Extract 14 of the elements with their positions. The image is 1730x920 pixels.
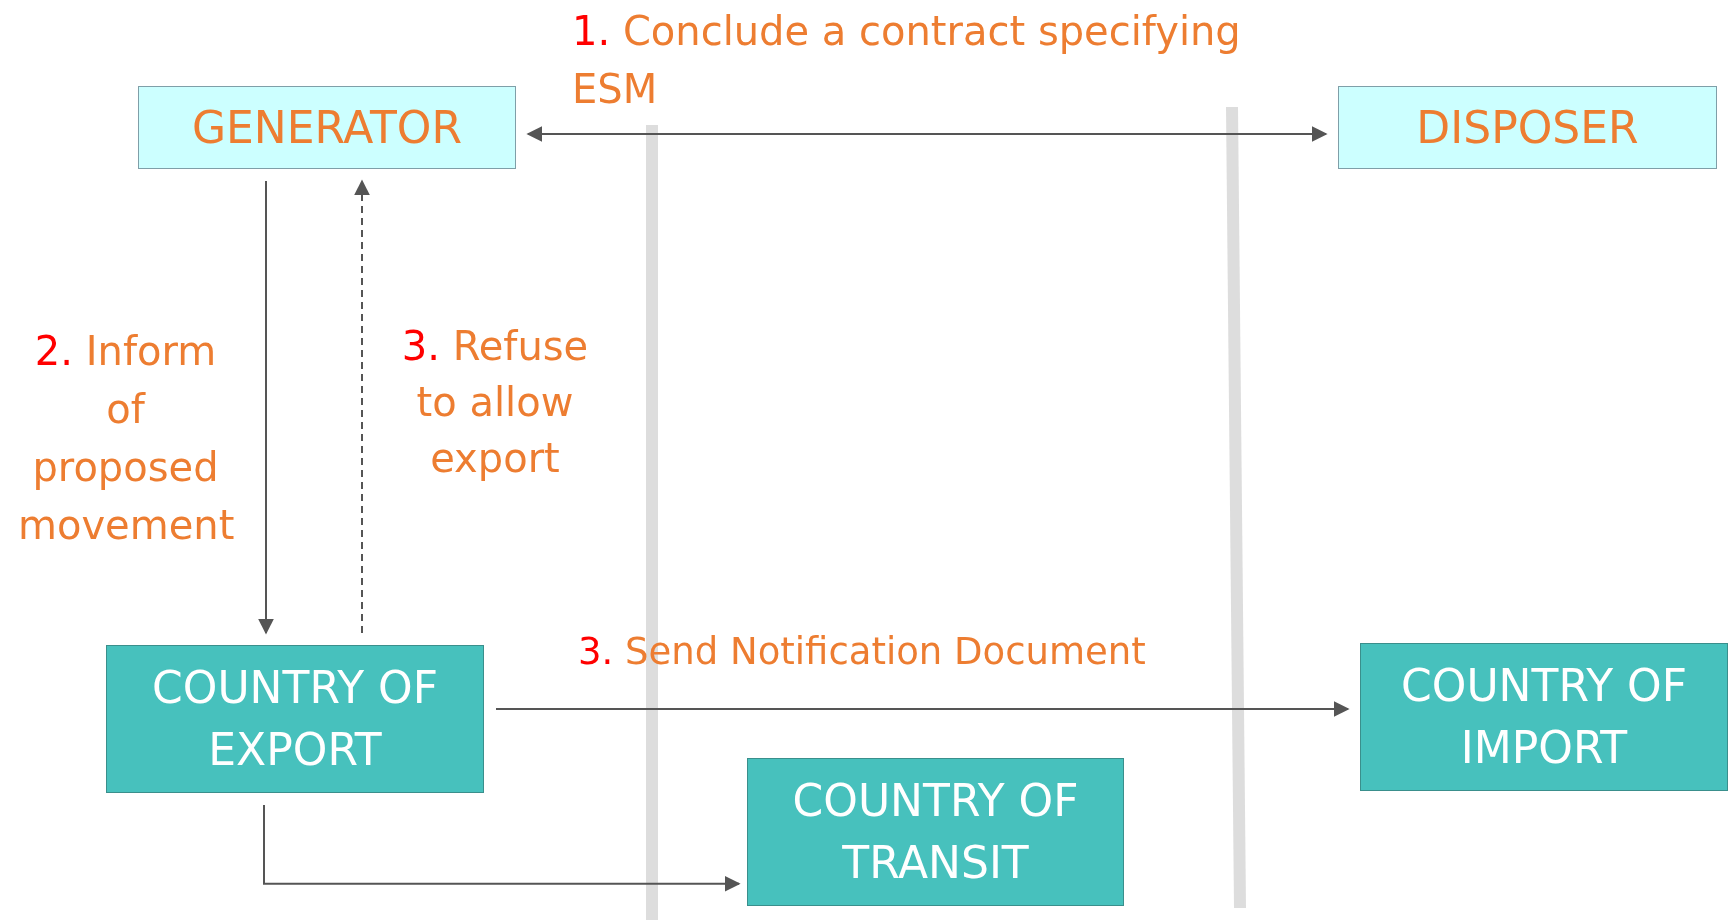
edge-label: 3. Send Notification Document bbox=[578, 629, 1147, 675]
edge-label: 3. Refuse to allow export bbox=[400, 322, 590, 483]
arrow bbox=[258, 180, 274, 635]
arrow bbox=[495, 701, 1350, 717]
party-box: DISPOSER bbox=[1338, 86, 1717, 169]
country-box: COUNTRY OF TRANSIT bbox=[747, 758, 1124, 906]
party-box: GENERATOR bbox=[138, 86, 516, 169]
arrow bbox=[263, 804, 741, 892]
edge-label: 2. Inform of proposed movement bbox=[18, 327, 233, 550]
arrow bbox=[526, 126, 1328, 142]
arrow bbox=[354, 179, 370, 634]
edge-label: 1. Conclude a contract specifying ESM bbox=[572, 7, 1242, 114]
country-box: COUNTRY OF IMPORT bbox=[1360, 643, 1728, 791]
country-box: COUNTRY OF EXPORT bbox=[106, 645, 484, 793]
